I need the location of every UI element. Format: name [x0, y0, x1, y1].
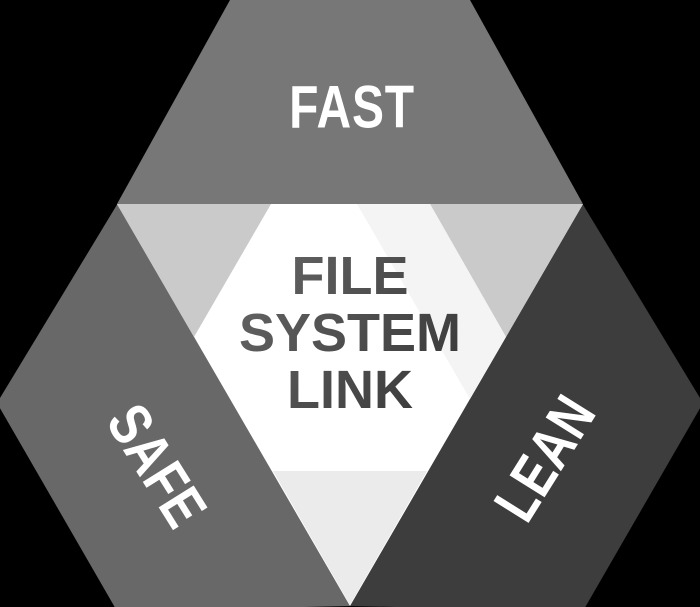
center-title-line-3: LINK	[287, 360, 413, 420]
fast-label: FAST	[289, 73, 415, 140]
fast-band-trapezoid	[117, 0, 583, 204]
lean-band-trapezoid	[349, 203, 700, 607]
safe-band-trapezoid	[0, 203, 351, 607]
center-title-line-2: SYSTEM	[239, 303, 461, 363]
bottom-corner-triangle	[273, 471, 427, 605]
center-title-line-1: FILE	[292, 246, 409, 306]
right-corner-triangle	[430, 204, 583, 337]
left-corner-triangle	[117, 204, 271, 337]
shine-band	[357, 204, 506, 399]
